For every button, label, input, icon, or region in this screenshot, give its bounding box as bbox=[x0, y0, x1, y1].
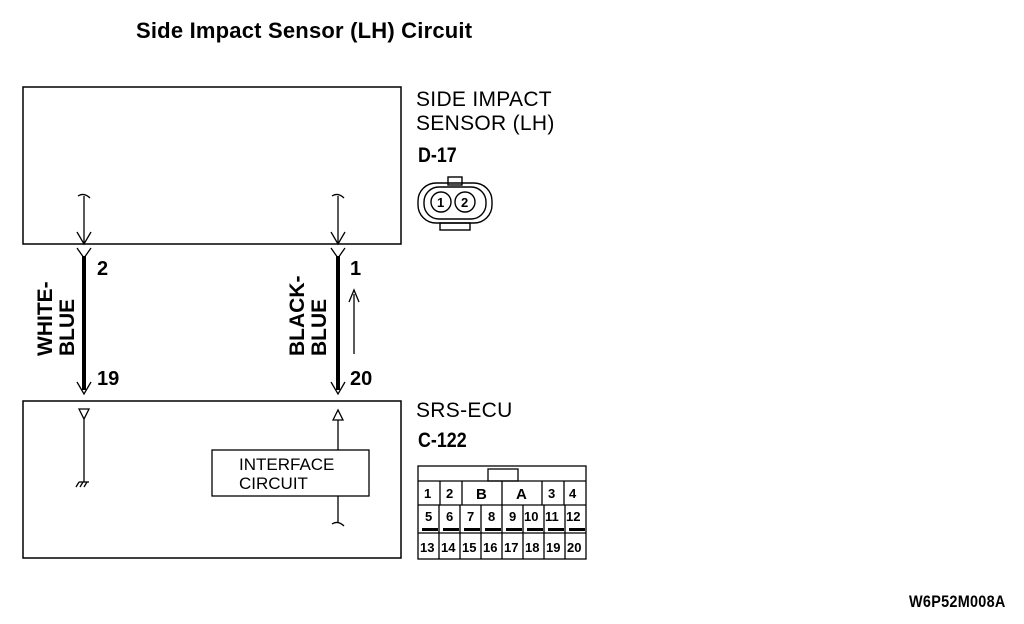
wire-color-black-line1: BLACK- bbox=[286, 276, 309, 356]
ecu-connector-pin: A bbox=[516, 486, 527, 503]
ecu-connector-pin: 20 bbox=[567, 540, 581, 555]
ecu-connector-pin: 3 bbox=[548, 486, 555, 501]
ecu-connector-pin: 18 bbox=[525, 540, 539, 555]
ecu-connector-pin: 1 bbox=[424, 486, 431, 501]
ecu-connector-pin: 10 bbox=[524, 509, 538, 524]
sensor-terminal-1 bbox=[330, 193, 346, 246]
ecu-connector-latches bbox=[422, 528, 585, 531]
ecu-terminal-20 bbox=[331, 408, 345, 527]
sensor-name-line2: SENSOR (LH) bbox=[416, 112, 555, 135]
ecu-box bbox=[22, 400, 402, 559]
ecu-connector-pin: 15 bbox=[462, 540, 476, 555]
ecu-pin-number-20: 20 bbox=[350, 368, 372, 390]
wire-color-white-line1: WHITE- bbox=[34, 281, 57, 356]
ground-symbol bbox=[75, 408, 91, 488]
ecu-pin-number-19: 19 bbox=[97, 368, 119, 390]
ecu-connector-pin: 5 bbox=[425, 509, 432, 524]
ecu-connector-pin: 12 bbox=[566, 509, 580, 524]
diagram-title: Side Impact Sensor (LH) Circuit bbox=[136, 18, 473, 43]
figure-reference-code: W6P52M008A bbox=[909, 592, 1006, 611]
ecu-connector-pin: 13 bbox=[420, 540, 434, 555]
current-flow-arrow bbox=[348, 288, 360, 354]
sensor-terminal-2 bbox=[76, 193, 92, 246]
sensor-name-line1: SIDE IMPACT bbox=[416, 88, 552, 111]
ecu-connector-pin: 4 bbox=[569, 486, 577, 501]
ecu-connector-pin: 14 bbox=[441, 540, 456, 555]
interface-label-line1: INTERFACE bbox=[239, 455, 334, 474]
wire-color-black-line2: BLUE bbox=[308, 299, 331, 356]
ecu-connector-pin: 17 bbox=[504, 540, 518, 555]
ecu-connector-id: C-122 bbox=[418, 429, 467, 452]
ecu-connector-pin: 6 bbox=[446, 509, 453, 524]
ecu-connector-pin: 11 bbox=[545, 509, 559, 524]
sensor-connector-pin-2: 2 bbox=[461, 195, 468, 210]
ecu-connector-pin: 8 bbox=[488, 509, 495, 524]
ecu-connector-pin: 9 bbox=[509, 509, 516, 524]
ecu-connector-pin: 7 bbox=[467, 509, 474, 524]
ecu-connector-face bbox=[417, 465, 587, 560]
wire-color-white-line2: BLUE bbox=[56, 299, 79, 356]
ecu-connector-pin: 2 bbox=[446, 486, 453, 501]
sensor-pin-number-2: 2 bbox=[97, 258, 108, 280]
ecu-connector-pin: B bbox=[476, 486, 487, 503]
sensor-connector-face bbox=[417, 176, 493, 231]
interface-label-line2: CIRCUIT bbox=[239, 474, 308, 493]
sensor-connector-id: D-17 bbox=[418, 144, 457, 167]
ecu-connector-pin: 19 bbox=[546, 540, 560, 555]
ecu-connector-pin: 16 bbox=[483, 540, 497, 555]
sensor-connector-pin-1: 1 bbox=[437, 195, 444, 210]
sensor-pin-number-1: 1 bbox=[350, 258, 361, 280]
interface-circuit-box bbox=[211, 449, 370, 497]
sensor-box bbox=[22, 86, 402, 245]
ecu-name: SRS-ECU bbox=[416, 399, 513, 422]
